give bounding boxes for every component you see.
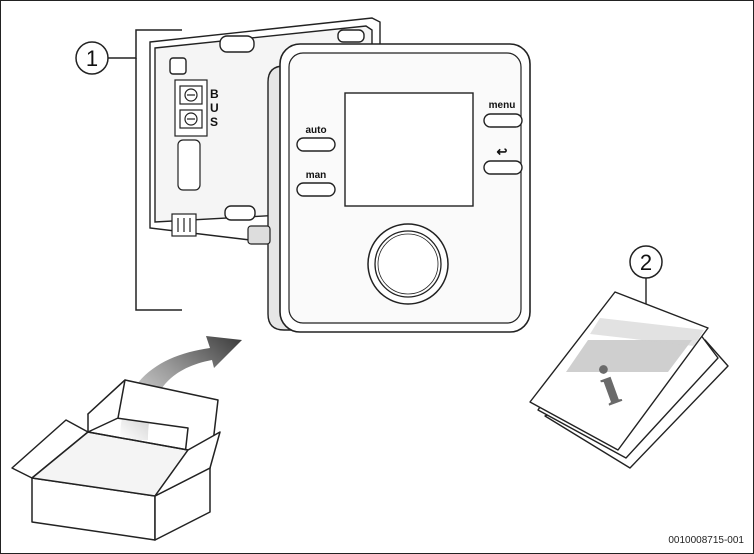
- man-button[interactable]: [296, 182, 336, 197]
- auto-button[interactable]: [296, 137, 336, 152]
- selector-knob[interactable]: [367, 223, 449, 305]
- man-label: man: [306, 170, 327, 181]
- bus-letter-u: U: [210, 101, 219, 115]
- callout-2: 2: [629, 245, 663, 312]
- terminal-block: [171, 79, 208, 237]
- callout-2-number: 2: [640, 250, 652, 275]
- document-id: 0010008715-001: [668, 535, 744, 546]
- display-screen: [344, 92, 474, 207]
- menu-button[interactable]: [483, 113, 523, 128]
- bus-letter-s: S: [210, 115, 218, 129]
- back-button[interactable]: [483, 160, 523, 175]
- callout-1-number: 1: [86, 46, 98, 71]
- bus-letter-b: B: [210, 87, 219, 101]
- auto-label: auto: [305, 125, 326, 136]
- back-icon: ↩: [497, 144, 508, 159]
- instruction-manual: [529, 291, 729, 469]
- menu-label: menu: [489, 100, 516, 111]
- open-box: [11, 379, 221, 541]
- callout-1: 1: [75, 29, 182, 311]
